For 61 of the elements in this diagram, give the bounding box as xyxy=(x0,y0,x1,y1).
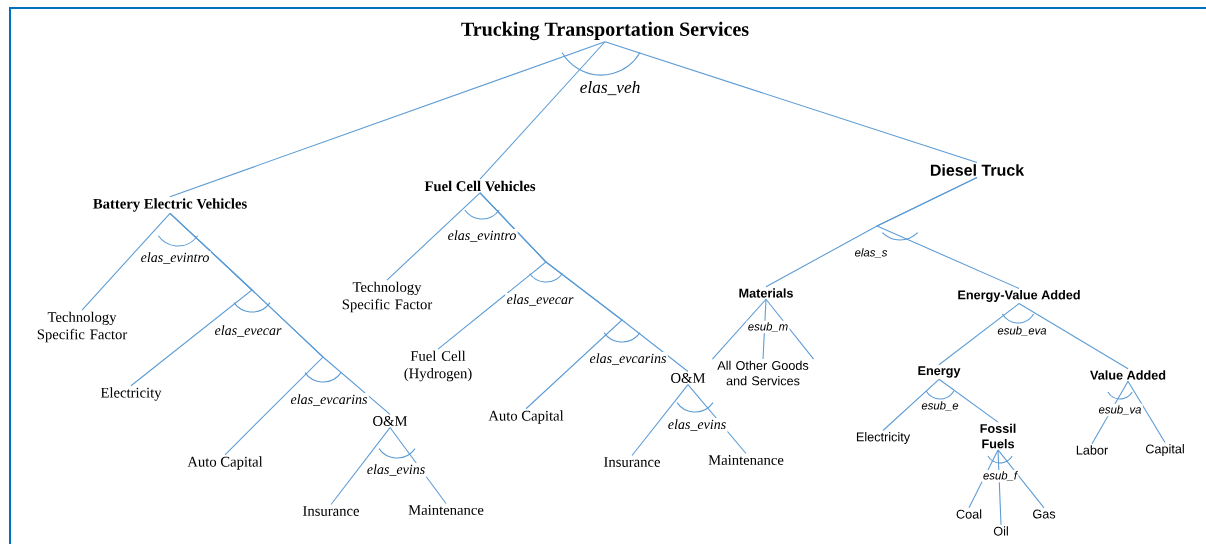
category-label: Insurance xyxy=(604,457,660,467)
connector-line xyxy=(711,298,767,360)
elasticity-label: esub_m xyxy=(746,320,790,334)
connector-line xyxy=(765,298,815,360)
elasticity-label: elas_evecar xyxy=(213,323,283,339)
category-label: Gas xyxy=(1033,509,1056,519)
elasticity-label: elas_evins xyxy=(365,462,427,478)
category-label: Materials xyxy=(739,288,793,298)
category-label: Battery Electric Vehicles xyxy=(93,198,247,212)
category-label: Technology Specific Factor xyxy=(342,281,433,313)
elasticity-label: elas_evintro xyxy=(139,250,211,266)
connector-line xyxy=(169,41,606,198)
connector-line xyxy=(386,192,481,281)
connector-line xyxy=(631,384,689,457)
elasticity-label: elas_evcarins xyxy=(588,351,668,367)
connector-line xyxy=(330,427,391,506)
connector-line xyxy=(1127,380,1166,444)
category-label: Auto Capital xyxy=(488,410,564,424)
elasticity-label: elas_s xyxy=(853,246,889,260)
elasticity-label: elas_evins xyxy=(666,417,728,433)
connector-line xyxy=(875,176,1020,289)
category-label: Technology Specific Factor xyxy=(37,311,128,343)
category-label: Energy xyxy=(918,366,961,378)
category-label: Diesel Truck xyxy=(930,164,1025,176)
elasticity-label: elas_evcarins xyxy=(289,392,369,408)
category-label: Maintenance xyxy=(408,505,484,515)
connector-line xyxy=(938,303,1020,366)
category-label: All Other Goods and Services xyxy=(717,360,809,386)
connector-line xyxy=(604,41,978,164)
elasticity-label: esub_va xyxy=(1097,403,1143,417)
category-label: Auto Capital xyxy=(187,456,263,470)
elasticity-label: esub_eva xyxy=(996,324,1048,338)
connector-line xyxy=(81,212,171,311)
category-label: Labor xyxy=(1076,445,1108,455)
category-label: Electricity xyxy=(856,432,911,444)
category-label: Fuel Cell (Hydrogen) xyxy=(404,350,472,382)
elasticity-label: esub_f xyxy=(981,469,1019,483)
elasticity-label: elas_evintro xyxy=(446,228,518,244)
category-label: Value Added xyxy=(1090,370,1166,380)
category-label: Electricity xyxy=(100,387,162,401)
connector-line xyxy=(938,378,999,423)
elasticity-label: esub_e xyxy=(920,399,960,413)
elasticity-label: elas_veh xyxy=(578,79,642,97)
connector-line xyxy=(169,212,391,415)
category-label: O&M xyxy=(671,373,706,383)
root-heading: Trucking Transportation Services xyxy=(461,21,749,41)
category-label: Maintenance xyxy=(708,455,784,465)
category-label: Oil xyxy=(993,526,1008,536)
category-label: Capital xyxy=(1145,444,1184,456)
category-label: Insurance xyxy=(303,506,359,516)
connector-line xyxy=(479,192,689,372)
connector-line xyxy=(997,449,1045,509)
elasticity-label: elas_evecar xyxy=(505,292,575,308)
connector-line xyxy=(882,378,940,432)
category-label: O&M xyxy=(373,416,408,426)
category-label: Fuel Cell Vehicles xyxy=(424,180,536,192)
category-label: Energy-Value Added xyxy=(958,290,1080,302)
connector-line xyxy=(479,41,606,180)
connector-line xyxy=(1018,303,1129,370)
category-label: Coal xyxy=(956,509,982,519)
category-label: Fossil Fuels xyxy=(980,423,1016,449)
